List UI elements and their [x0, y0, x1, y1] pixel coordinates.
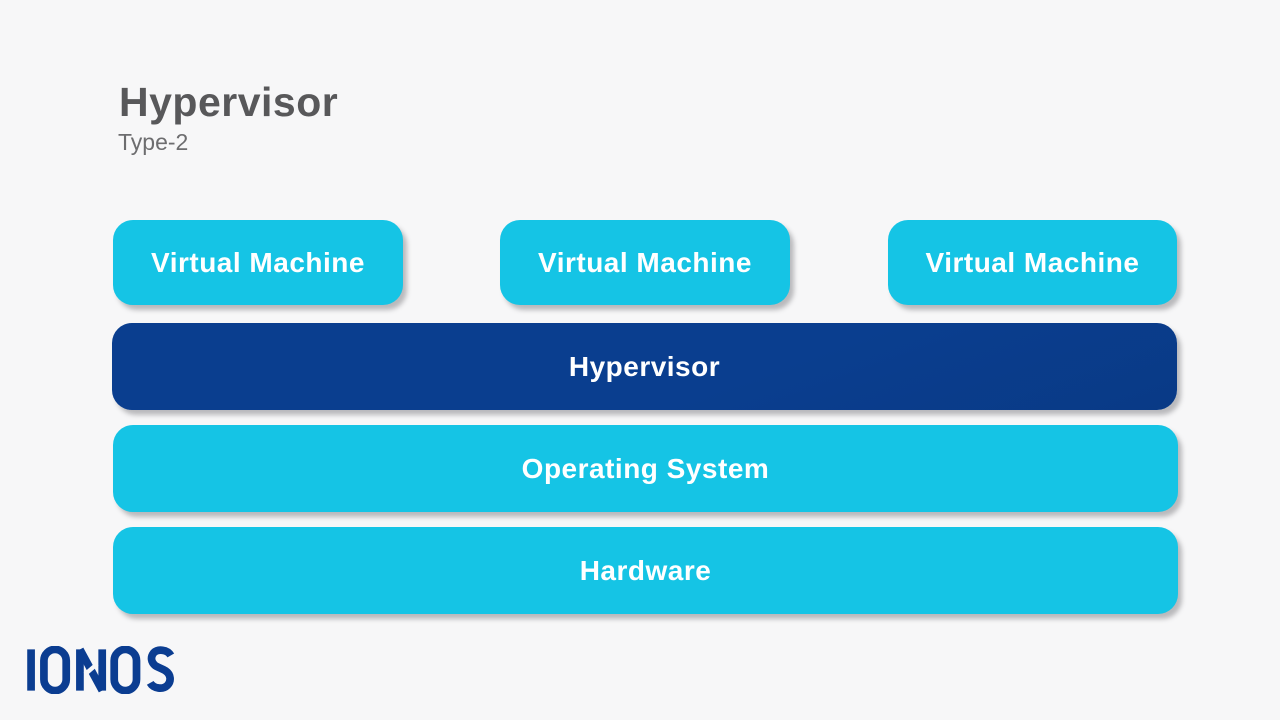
- layer-hypervisor-label: Hypervisor: [568, 350, 721, 382]
- vm-box-3-label: Virtual Machine: [925, 246, 1140, 278]
- page-title: Hypervisor: [119, 79, 339, 125]
- layer-hardware: Hardware: [113, 527, 1178, 614]
- layer-operating-system: Operating System: [113, 425, 1178, 512]
- vm-box-2: Virtual Machine: [500, 220, 790, 305]
- page-subtitle: Type-2: [118, 129, 189, 156]
- layer-hardware-label: Hardware: [579, 554, 712, 586]
- vm-box-1-label: Virtual Machine: [151, 246, 365, 278]
- layer-hypervisor: Hypervisor: [112, 323, 1177, 410]
- vm-box-2-label: Virtual Machine: [538, 246, 752, 278]
- vm-box-3: Virtual Machine: [888, 220, 1177, 305]
- header: Hypervisor Type-2: [118, 79, 339, 156]
- ionos-logo-icon: [27, 646, 175, 694]
- layer-operating-system-label: Operating System: [521, 452, 770, 484]
- ionos-logo: [25, 646, 176, 694]
- vm-box-1: Virtual Machine: [113, 220, 403, 305]
